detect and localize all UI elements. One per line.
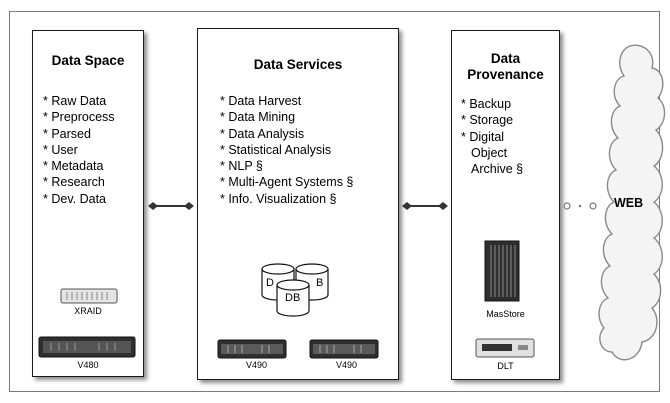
data-provenance-title-line1: Data — [490, 51, 521, 66]
connector-cloud — [563, 202, 597, 210]
list-item: * Data Analysis — [220, 126, 305, 141]
v480-label: V480 — [77, 360, 99, 370]
data-services-panel: Data Services * Data Harvest * Data Mini… — [197, 28, 399, 380]
masstore-label: MasStore — [486, 309, 525, 319]
list-item: * Multi-Agent Systems § — [220, 175, 354, 190]
dlt-drive-icon — [475, 338, 535, 358]
list-item: * Digital — [461, 129, 505, 144]
db-label-left: D — [266, 277, 274, 289]
masstore-rack-icon — [484, 240, 520, 302]
data-services-title: Data Services — [253, 57, 343, 72]
list-item: * Preprocess — [43, 110, 115, 125]
connector-left — [148, 202, 194, 210]
v490-server-icon — [309, 339, 379, 359]
v480-server-icon — [38, 336, 136, 358]
web-label: WEB — [614, 196, 644, 210]
xraid-device-icon — [60, 288, 118, 304]
v490-label-right: V490 — [336, 360, 358, 370]
list-item: * Research — [43, 175, 105, 190]
list-item: * NLP § — [220, 159, 263, 174]
list-item: * Statistical Analysis — [220, 142, 332, 157]
list-item: * Data Harvest — [220, 94, 302, 108]
data-space-panel: Data Space * Raw Data * Preprocess * Par… — [32, 30, 144, 377]
list-item: * Metadata — [43, 159, 104, 174]
data-provenance-panel: Data Provenance * Backup * Storage * Dig… — [451, 30, 560, 380]
v490-label-left: V490 — [246, 360, 268, 370]
list-item: * Backup — [461, 97, 512, 111]
list-item: * User — [43, 142, 78, 157]
list-item: * Info. Visualization § — [220, 191, 337, 206]
list-item: Object — [471, 145, 508, 160]
data-space-title: Data Space — [51, 53, 125, 68]
list-item: * Parsed — [43, 126, 91, 141]
data-space-list: * Raw Data * Preprocess * Parsed * User … — [43, 93, 115, 207]
connector-middle — [402, 202, 448, 210]
web-cloud-icon — [598, 44, 666, 361]
dlt-label: DLT — [497, 361, 514, 371]
data-provenance-title-line2: Provenance — [467, 67, 544, 82]
list-item: * Storage — [461, 113, 514, 128]
list-item: * Raw Data — [43, 94, 107, 108]
list-item: Archive § — [471, 162, 524, 177]
db-label-right: B — [316, 277, 324, 289]
data-services-list: * Data Harvest * Data Mining * Data Anal… — [220, 93, 353, 207]
database-icon — [261, 263, 329, 317]
xraid-label: XRAID — [74, 306, 102, 316]
list-item: * Data Mining — [220, 110, 296, 125]
db-label-front: DB — [285, 292, 301, 304]
v490-server-icon — [217, 339, 287, 359]
list-item: * Dev. Data — [43, 191, 106, 206]
data-provenance-list: * Backup * Storage * Digital Object Arch… — [461, 96, 523, 177]
